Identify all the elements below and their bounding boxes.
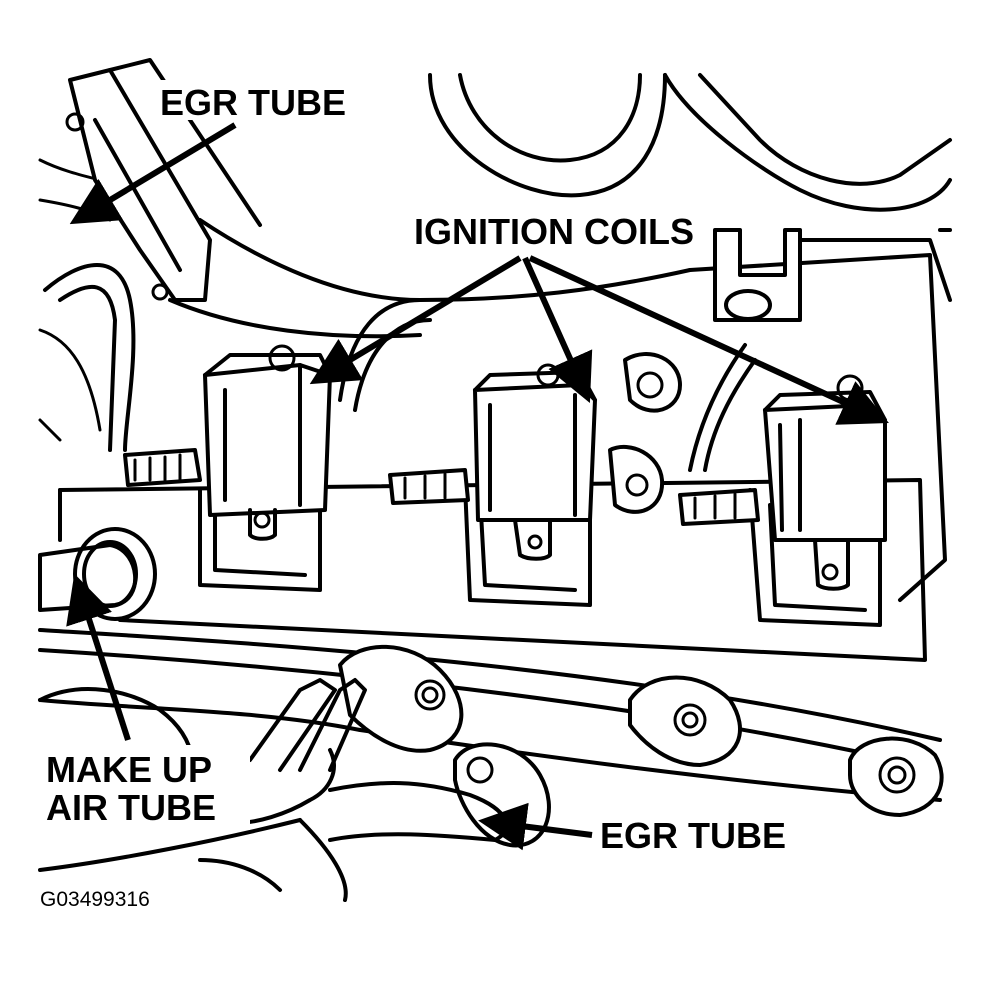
label-egr-tube-top: EGR TUBE xyxy=(160,82,346,123)
label-egr-tube-bottom: EGR TUBE xyxy=(600,815,786,856)
label-make-up-air-tube-line2: AIR TUBE xyxy=(46,787,216,828)
ignition-coil-middle xyxy=(388,352,682,561)
ignition-coil-right xyxy=(678,228,887,591)
lower-egr-flange xyxy=(328,742,551,848)
rail-boss-2 xyxy=(628,675,742,767)
arrow-make-up-air-tube xyxy=(66,573,131,741)
label-make-up-air-tube-line1: MAKE UP xyxy=(46,749,212,790)
figure-id: G03499316 xyxy=(40,888,150,911)
arrow-egr-tube-bottom xyxy=(478,802,593,851)
arrow-ignition-coil-middle xyxy=(522,256,593,403)
rail-boss-3 xyxy=(848,736,944,817)
rail-boss-1 xyxy=(338,644,464,753)
label-ignition-coils: IGNITION COILS xyxy=(414,211,694,252)
callout-arrows xyxy=(66,122,889,851)
arrow-ignition-coil-left xyxy=(309,255,522,385)
labels: EGR TUBE IGNITION COILS MAKE UP AIR TUBE… xyxy=(40,80,795,911)
arrow-egr-tube-top xyxy=(69,122,237,225)
ignition-coil-left xyxy=(123,344,332,541)
arrow-ignition-coil-right xyxy=(528,255,889,425)
